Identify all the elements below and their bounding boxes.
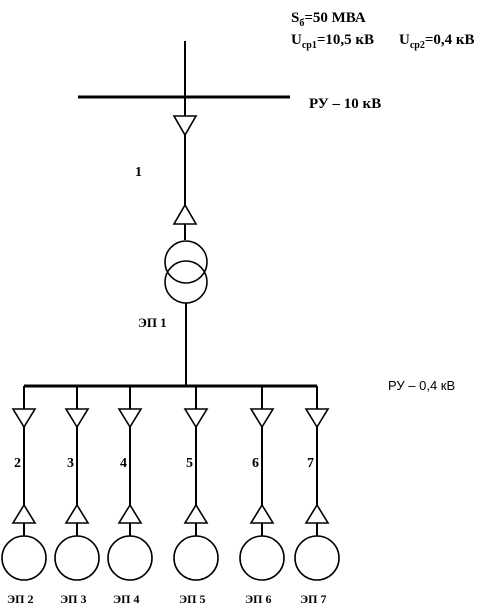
branch-bottom-switch-icon [11, 503, 37, 524]
branch-top-switch-icon [64, 408, 90, 429]
branch-bottom-switch-icon [64, 503, 90, 524]
branch-top-switch-icon [183, 408, 209, 429]
feeder-number: 1 [135, 165, 142, 180]
transformer-winding-hv-icon [164, 240, 208, 284]
branch-load-label: ЭП 6 [245, 592, 271, 606]
branch-number: 5 [186, 456, 193, 471]
branch-top-switch-icon [249, 408, 275, 429]
motor-load-icon [294, 535, 340, 581]
branch-top-switch-icon [117, 408, 143, 429]
motor-load-icon [173, 535, 219, 581]
branch-number: 3 [67, 456, 74, 471]
branch-load-label: ЭП 4 [113, 592, 139, 606]
motor-load-icon [239, 535, 285, 581]
branch-top-switch-icon [11, 408, 37, 429]
branch-group: 2 ЭП 2 3 ЭП 3 4 ЭП 4 5 ЭП 5 6 ЭП 6 7 ЭП 7 [1, 386, 340, 606]
voltage-param-2: Uср2=0,4 кВ [399, 32, 475, 51]
branch-bottom-switch-icon [183, 503, 209, 524]
motor-load-icon [1, 535, 47, 581]
transformer-winding-lv-icon [164, 260, 208, 304]
branch-top-switch-icon [304, 408, 330, 429]
branch-load-label: ЭП 2 [7, 592, 33, 606]
branch-number: 7 [307, 456, 314, 471]
feeder-bottom-switch-icon [172, 203, 198, 225]
transformer-label: ЭП 1 [138, 315, 167, 330]
feeder-top-switch-icon [172, 115, 198, 137]
branch-number: 6 [252, 456, 259, 471]
branch-load-label: ЭП 5 [179, 592, 205, 606]
branch-bottom-switch-icon [117, 503, 143, 524]
branch-load-label: ЭП 3 [60, 592, 86, 606]
branch-load-label: ЭП 7 [300, 592, 326, 606]
motor-load-icon [107, 535, 153, 581]
branch-bottom-switch-icon [304, 503, 330, 524]
branch-bottom-switch-icon [249, 503, 275, 524]
branch-number: 4 [120, 456, 127, 471]
motor-load-icon [54, 535, 100, 581]
hv-bus-label: РУ – 10 кВ [309, 96, 381, 112]
branch-number: 2 [14, 456, 21, 471]
voltage-param-1: Uср1=10,5 кВ [291, 32, 374, 51]
lv-bus-label: РУ – 0,4 кВ [388, 378, 455, 393]
base-power-param: Sб=50 МВА [291, 10, 366, 29]
